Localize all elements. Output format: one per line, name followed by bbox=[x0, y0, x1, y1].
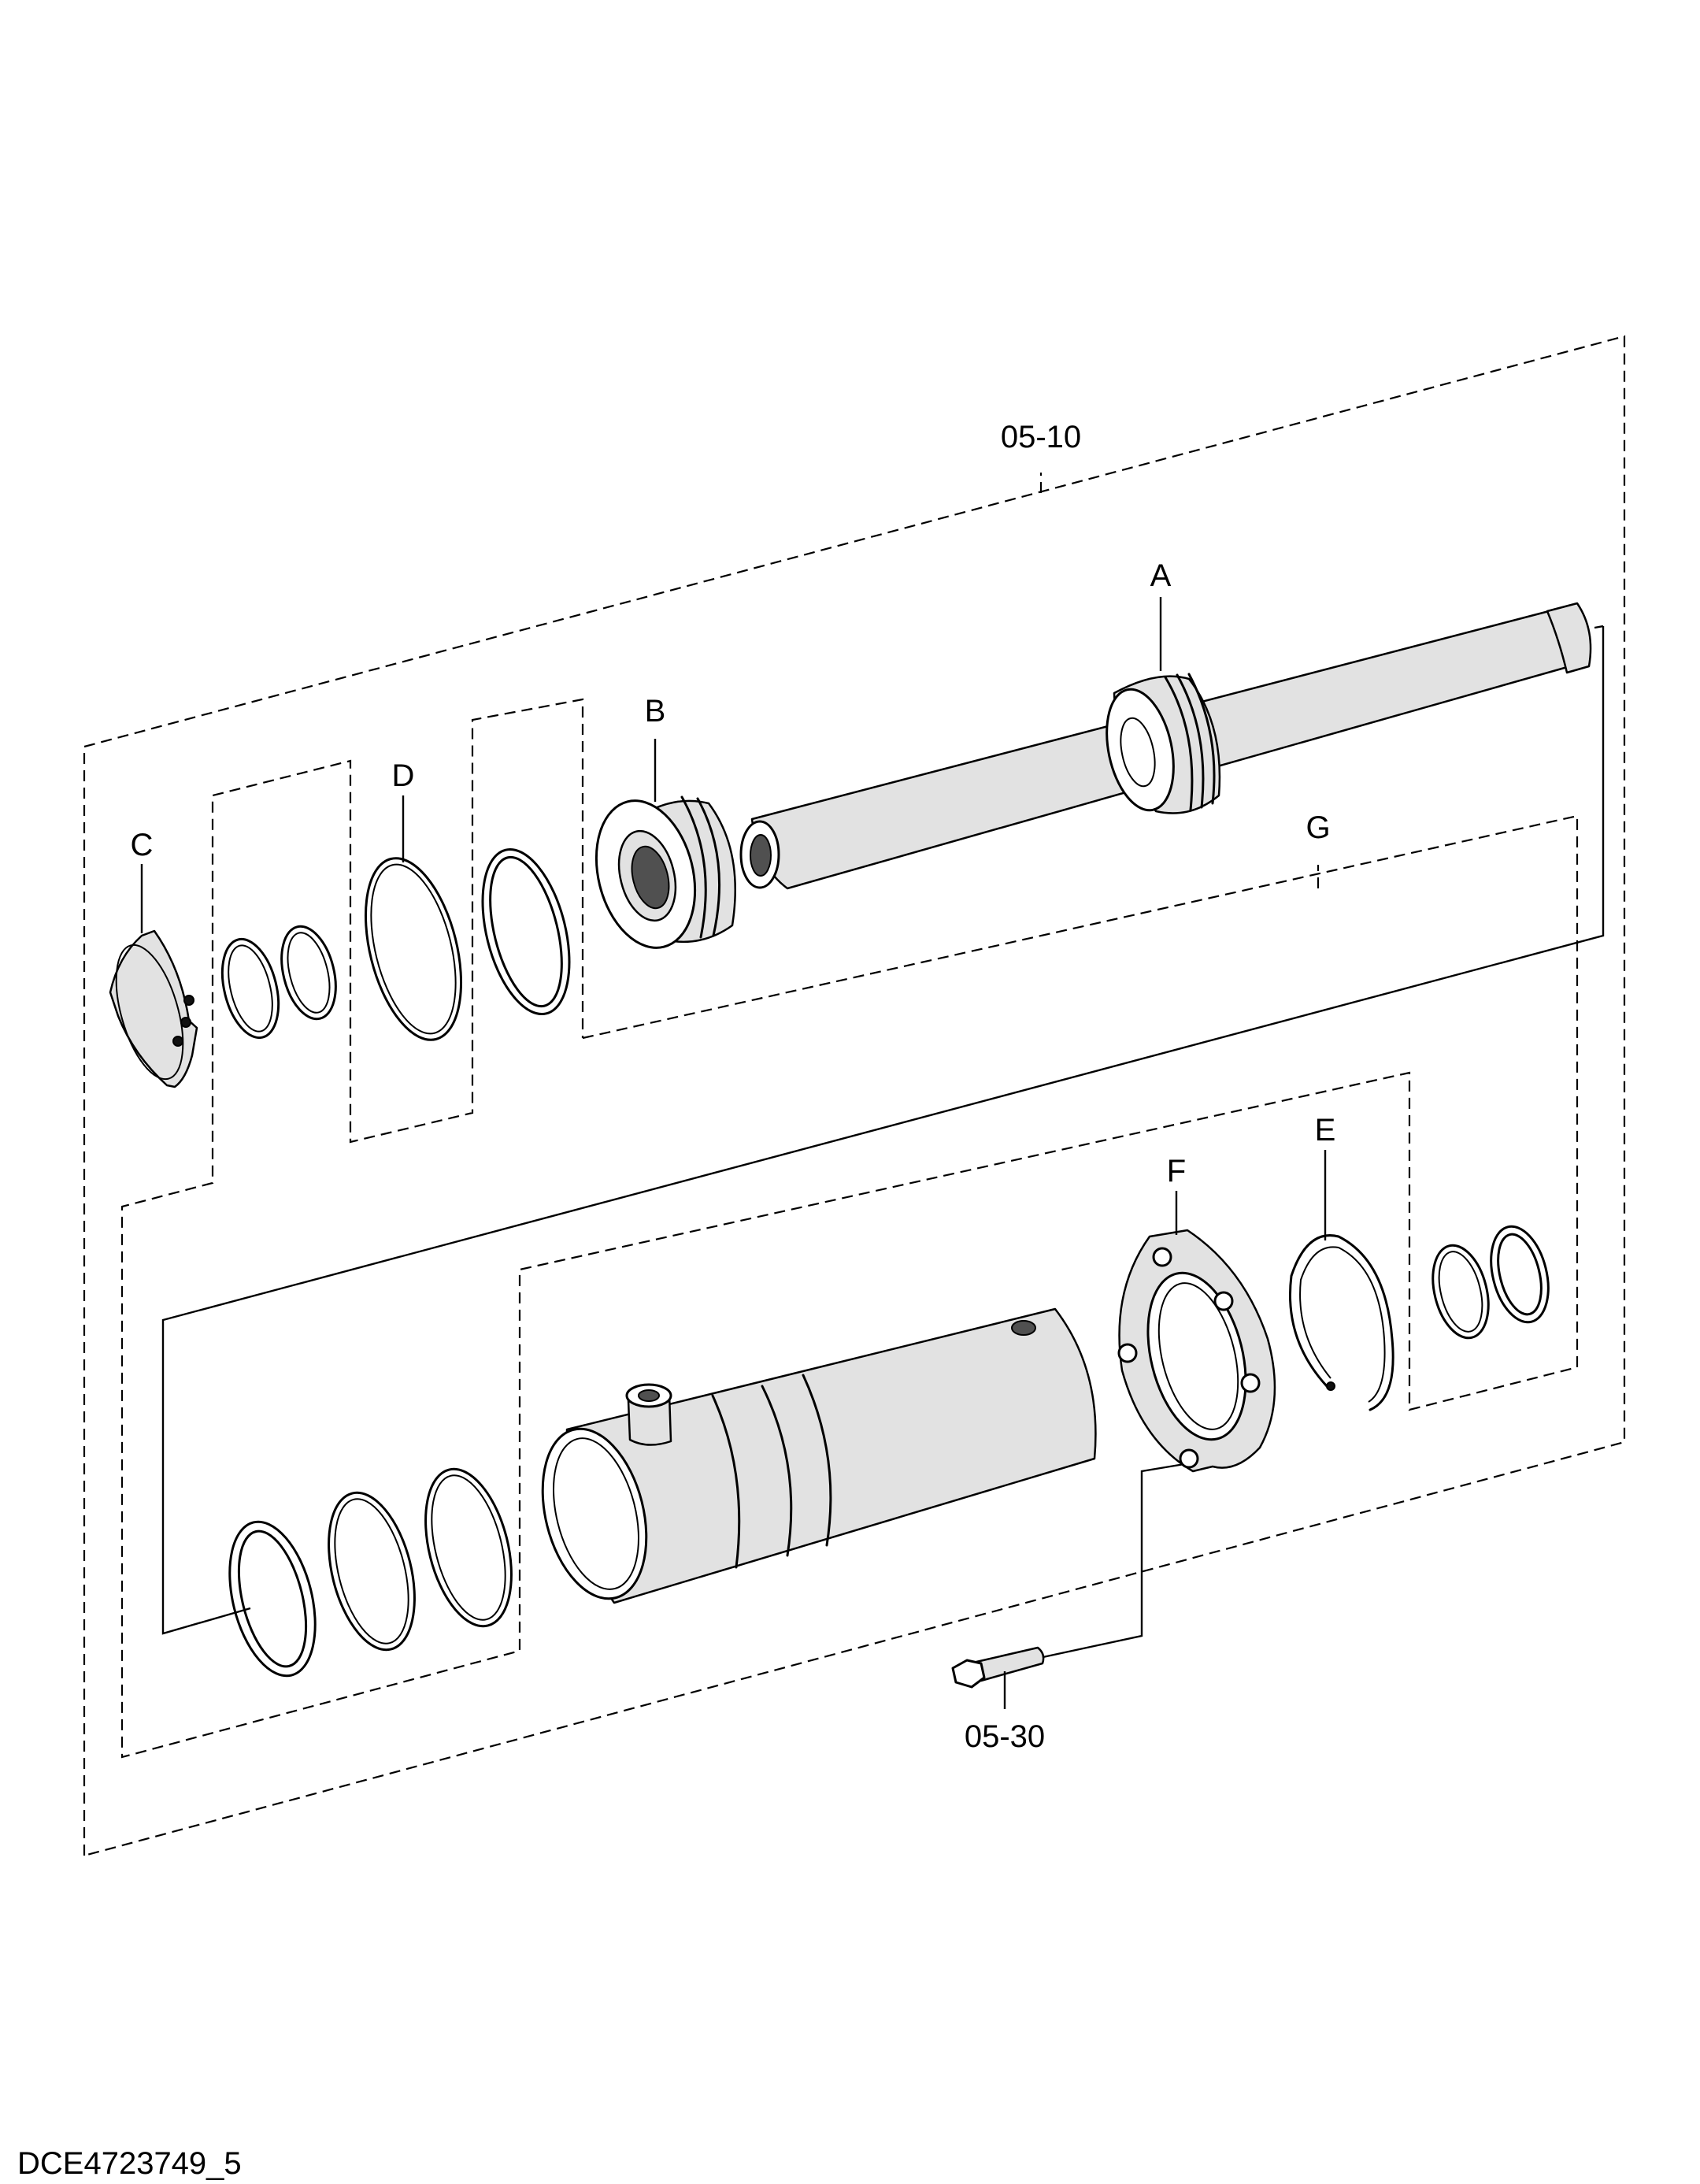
flange-f bbox=[1117, 1229, 1276, 1473]
tube-port-hole bbox=[638, 1389, 660, 1402]
bolt-head bbox=[951, 1659, 986, 1689]
seal-ring-5 bbox=[328, 1491, 416, 1652]
tube-step-2 bbox=[761, 1385, 793, 1557]
lock-ring-tab-3 bbox=[172, 1036, 183, 1047]
lower-seals bbox=[228, 1467, 513, 1678]
piston-face bbox=[1106, 688, 1175, 812]
tube-port-boss bbox=[627, 1392, 672, 1446]
tube-port-hole-2 bbox=[1011, 1320, 1036, 1336]
label-e: E bbox=[1315, 1113, 1336, 1148]
assembly-outline bbox=[83, 335, 1626, 1857]
right-seals bbox=[1431, 1225, 1550, 1340]
gland-bore bbox=[631, 845, 670, 910]
outline-g bbox=[120, 698, 1579, 1759]
piston-rod bbox=[739, 602, 1592, 890]
label-05-30: 05-30 bbox=[965, 1719, 1045, 1754]
label-c: C bbox=[131, 828, 154, 862]
label-f: F bbox=[1167, 1154, 1186, 1188]
flange-bore-inner bbox=[1157, 1282, 1239, 1430]
snap-ring-end bbox=[1326, 1381, 1335, 1391]
o-ring-d-inner bbox=[370, 863, 457, 1035]
tube-body bbox=[565, 1307, 1097, 1604]
seal-ring-6 bbox=[424, 1467, 513, 1628]
piston-groove-3 bbox=[1187, 673, 1216, 805]
snap-ring-inner bbox=[1299, 1246, 1386, 1403]
hex-bolt bbox=[951, 1646, 1045, 1709]
connector-rod-to-tube bbox=[161, 626, 1605, 1635]
flange-bolt-hole-2 bbox=[1213, 1291, 1234, 1311]
seal-ring-6-inner bbox=[431, 1474, 506, 1621]
outline-main-05-10 bbox=[83, 335, 1626, 1857]
flange-bolt-hole-1 bbox=[1152, 1247, 1172, 1267]
tube-step-3 bbox=[802, 1374, 832, 1547]
drawing-id: DCE4723749_5 bbox=[17, 2146, 242, 2181]
seal-ring-3 bbox=[220, 937, 280, 1040]
piston-groove-1 bbox=[1164, 676, 1194, 811]
seal-ring-8 bbox=[1490, 1225, 1550, 1324]
seal-ring-4 bbox=[228, 1520, 317, 1678]
lock-ring-tab-2 bbox=[180, 1017, 191, 1028]
seal-ring-8-inner bbox=[1497, 1233, 1543, 1316]
seal-ring-1-inner bbox=[489, 855, 563, 1008]
cylinder-tube bbox=[541, 1307, 1097, 1604]
o-ring-d bbox=[364, 857, 463, 1041]
connector-rod-end bbox=[1594, 625, 1604, 629]
lock-ring-body bbox=[109, 929, 198, 1088]
seal-ring-7 bbox=[1431, 1244, 1490, 1340]
connector-bolt bbox=[1039, 1462, 1190, 1659]
flange-bolt-hole-5 bbox=[1117, 1343, 1138, 1363]
snap-ring-outer bbox=[1288, 1234, 1394, 1411]
rod-eye-bore bbox=[750, 834, 772, 877]
rod-end-cap bbox=[1546, 602, 1592, 674]
seal-ring-4-inner bbox=[237, 1530, 308, 1668]
flange-bolt-hole-4 bbox=[1179, 1448, 1199, 1469]
label-b: B bbox=[645, 694, 666, 729]
lock-ring-inner bbox=[115, 944, 184, 1081]
label-a: A bbox=[1150, 558, 1172, 593]
gland-groove-2 bbox=[696, 797, 721, 937]
connector-lines bbox=[161, 625, 1605, 1659]
seal-ring-1 bbox=[481, 847, 571, 1016]
lock-ring-c bbox=[109, 929, 198, 1088]
piston-neck bbox=[1120, 717, 1156, 788]
tube-end-bore bbox=[553, 1437, 639, 1590]
tube-end-rim bbox=[541, 1427, 648, 1600]
seal-ring-3-inner bbox=[228, 944, 273, 1033]
seal-ring-2 bbox=[280, 925, 337, 1021]
snap-ring-e bbox=[1288, 1234, 1394, 1411]
seal-ring-2-inner bbox=[287, 932, 331, 1014]
lock-ring-tab-1 bbox=[183, 995, 194, 1006]
label-05-10: 05-10 bbox=[1001, 420, 1081, 454]
bolt-shank bbox=[975, 1646, 1045, 1682]
gland-groove-1 bbox=[680, 795, 707, 939]
piston-groove-2 bbox=[1176, 673, 1205, 809]
seal-ring-5-inner bbox=[334, 1498, 409, 1644]
upper-seals bbox=[220, 847, 571, 1041]
label-g: G bbox=[1306, 810, 1330, 845]
callout-leaders bbox=[140, 597, 1327, 1240]
tube-step-1 bbox=[711, 1394, 741, 1569]
gland-head-b bbox=[594, 795, 736, 949]
group-g-outline bbox=[120, 698, 1579, 1759]
callout-labels: 05-10 A B C D G E F 05-30 DCE4723749_5 bbox=[17, 420, 1335, 2181]
seal-ring-7-inner bbox=[1438, 1251, 1483, 1333]
flange-bolt-hole-3 bbox=[1240, 1373, 1261, 1393]
label-d: D bbox=[392, 758, 415, 793]
